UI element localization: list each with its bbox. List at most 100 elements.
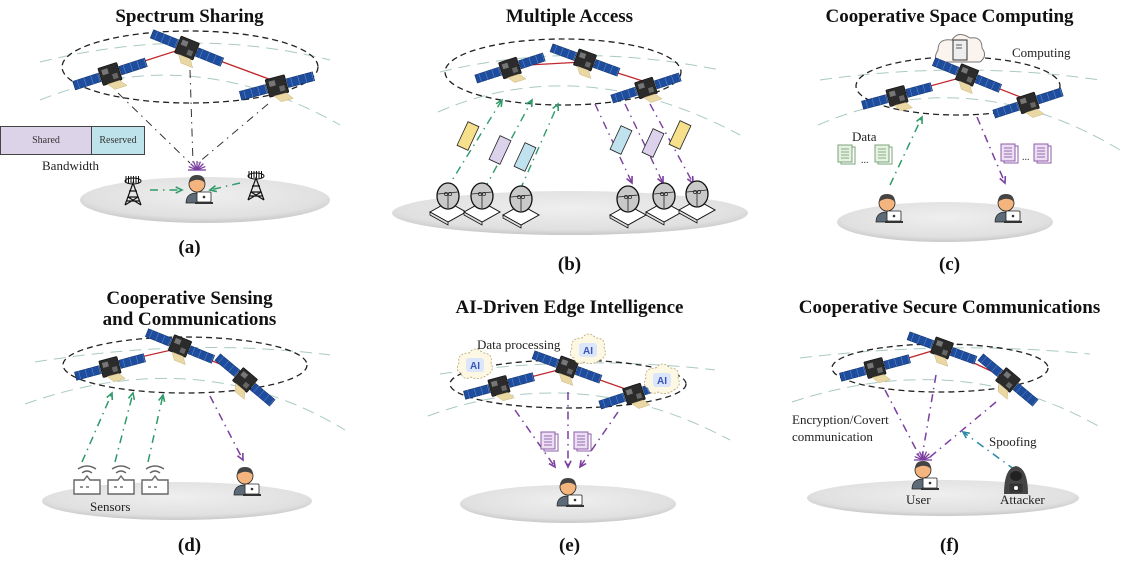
- sensor-icon: [73, 465, 101, 495]
- ellipsis-text: ...: [861, 155, 869, 166]
- arrow-head-icon: [552, 102, 560, 112]
- processed-data: [540, 431, 592, 452]
- satellites: [474, 43, 682, 104]
- panel-c-diagram: ......: [817, 34, 1121, 242]
- user-label: User: [906, 492, 931, 507]
- constellation-ring: [62, 336, 308, 394]
- satellite-icon: [992, 87, 1064, 119]
- sensors: [73, 465, 169, 495]
- downlink-line: [579, 411, 619, 468]
- cell-tower-icon: [124, 176, 142, 206]
- sensing-links: [81, 391, 244, 463]
- signal-burst-icon: [188, 161, 206, 171]
- satellite-icon: [931, 57, 1003, 94]
- orbit-path: [24, 346, 346, 431]
- document-icon: [573, 431, 592, 452]
- downlink-line: [197, 103, 269, 164]
- uplink-line: [147, 394, 164, 463]
- panel-caption: (e): [558, 535, 581, 556]
- users: [556, 478, 584, 507]
- panel-title: Spectrum Sharing: [115, 6, 264, 27]
- panel-spectrum-sharing: Spectrum Sharing Shared Reserved Bandwid…: [0, 0, 379, 282]
- arrow-head-icon: [548, 459, 557, 469]
- sensor-icon: [107, 465, 135, 495]
- data-documents: ......: [837, 143, 1052, 166]
- ground-terminals: [428, 180, 717, 229]
- ai-cloud-icon: AI: [457, 348, 493, 379]
- panel-caption: (d): [177, 535, 202, 556]
- document-icon: [540, 431, 559, 452]
- arrow-head-icon: [106, 391, 114, 401]
- ai-badge-text: AI: [470, 361, 480, 372]
- reserved-band: Reserved: [92, 127, 144, 154]
- panel-title: Multiple Access: [505, 6, 634, 27]
- satellite-icon: [72, 57, 148, 91]
- panel-cooperative-sensing: Cooperative Sensing and Communications S…: [0, 282, 379, 564]
- downlink-line: [921, 374, 937, 458]
- cell-tower-icon: [247, 171, 265, 201]
- downlinks: [117, 69, 269, 206]
- computing-cloud-icon: [934, 34, 986, 63]
- ai-badge-text: AI: [583, 346, 593, 357]
- document-icon: [837, 144, 856, 165]
- signal-burst-icon: [914, 451, 932, 461]
- satellite-icon: [474, 52, 546, 84]
- ai-cloud-icon: AI: [570, 333, 606, 364]
- satellite-icon: [74, 353, 146, 383]
- attacker-label: Attacker: [1000, 492, 1045, 507]
- satellites: [463, 350, 670, 410]
- panel-d-diagram: [24, 328, 346, 520]
- ellipsis-text: ...: [1022, 152, 1030, 163]
- satellites: [861, 57, 1064, 119]
- arrow-head-icon: [158, 393, 166, 402]
- panel-cooperative-space-computing: Cooperative Space Computing ...... Compu…: [760, 0, 1138, 282]
- satellites: [839, 331, 1039, 407]
- uplink-line: [519, 103, 559, 191]
- satellite-dish-icon: [644, 182, 684, 226]
- satellite-dish-icon: [677, 180, 717, 224]
- satellite-icon: [463, 372, 535, 402]
- sensor-icon: [141, 465, 169, 495]
- data-label: Data: [852, 129, 877, 144]
- arrow-head-icon: [175, 186, 184, 194]
- server-icon: [952, 39, 968, 61]
- satellite-icon: [861, 82, 933, 112]
- user-icon: [911, 461, 939, 490]
- secure-links: [884, 374, 1016, 471]
- satellite-icon: [839, 354, 911, 384]
- uplink-line: [114, 392, 134, 463]
- resource-slot: [488, 135, 512, 165]
- arrow-head-icon: [127, 391, 136, 401]
- user-icon: [185, 175, 213, 204]
- arrow-head-icon: [495, 98, 503, 108]
- satellite-icon: [238, 71, 316, 102]
- downlink-line: [929, 401, 997, 458]
- attacker-icon: [1004, 466, 1028, 494]
- satellite-icon: [214, 353, 276, 407]
- downlink-line: [209, 395, 244, 461]
- document-icon: [1033, 143, 1052, 164]
- arrow-head-icon: [578, 459, 587, 469]
- sensors-label: Sensors: [90, 499, 131, 514]
- resource-slot: [609, 125, 633, 155]
- satellite-icon: [610, 72, 682, 104]
- data-processing-label: Data processing: [477, 337, 561, 352]
- user-icon: [875, 194, 903, 223]
- panel-title-line2: and Communications: [102, 309, 277, 330]
- satellite-icon: [531, 350, 603, 386]
- satellite-dish-icon: [462, 182, 502, 226]
- downlink-line: [189, 69, 194, 164]
- computing-label: Computing: [1012, 45, 1071, 60]
- satellite-icon: [977, 353, 1039, 407]
- document-icon: [1000, 143, 1019, 164]
- users: [233, 467, 261, 496]
- satellite-icon: [149, 29, 225, 69]
- arrow-head-icon: [961, 430, 971, 439]
- arrow-head-icon: [564, 460, 572, 469]
- constellation-ring: [61, 30, 319, 104]
- arrow-head-icon: [208, 184, 218, 193]
- resource-slot: [456, 121, 480, 151]
